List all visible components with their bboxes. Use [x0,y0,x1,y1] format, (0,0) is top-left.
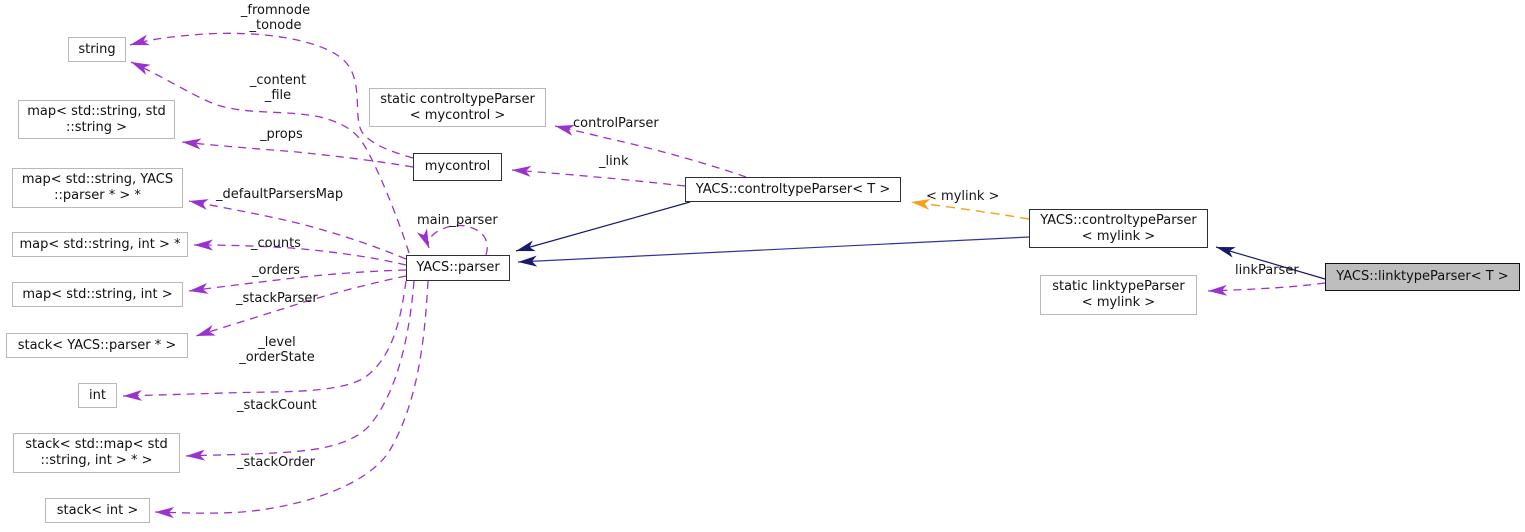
edge-orders [188,269,407,294]
node-string-label: string [78,41,116,57]
node-map-string-string[interactable]: map< std::string, std ::string > [18,100,175,139]
node-yacs-controltypeparser-t[interactable]: YACS::controltypeParser< T > [685,177,901,202]
edge-control-parser [554,124,747,178]
edge-label-orders: _orders [252,263,300,278]
edge-inherit-controltypeparser-mylink-to-parser [517,236,1030,267]
node-static-linktypeparser-mylink[interactable]: static linktypeParser < mylink > [1040,275,1197,315]
node-stack-map-string-int-ptr[interactable]: stack< std::map< std ::string, int > * > [13,433,180,473]
edge-label-level-orderstate: _level _orderState [239,335,315,366]
edge-stack-count [185,280,415,461]
node-map-string-int-ptr[interactable]: map< std::string, int > * [12,232,188,257]
edge-main-parser-loop [416,224,488,256]
edge-label-default-parsers-map: _defaultParsersMap [216,187,344,202]
edge-label-stack-parser: _stackParser [236,291,318,306]
edge-inherit-linktypeparser-to-controltypeparser-mylink [1215,246,1326,280]
edge-label-stack-count: _stackCount [237,398,317,413]
edge-label-stack-order: _stackOrder [237,455,315,470]
edge-stack-parser [195,275,407,337]
edge-level-orderstate [122,280,407,401]
edge-counts [193,239,407,266]
node-yacs-controltypeparser-mylink[interactable]: YACS::controltypeParser < mylink > [1029,209,1208,248]
node-yacs-parser[interactable]: YACS::parser [406,255,510,281]
node-stack-int[interactable]: stack< int > [45,498,150,523]
edge-props [181,138,414,168]
edge-fromnode-tonode [129,32,414,159]
node-yacs-linktypeparser-t-main: YACS::linktypeParser< T > [1325,263,1520,291]
edge-label-fromnode-tonode: _fromnode _tonode [240,3,311,34]
node-mycontrol[interactable]: mycontrol [413,153,502,181]
node-static-controltypeparser-mycontrol[interactable]: static controltypeParser < mycontrol > [369,88,546,127]
edge-label-props: _props [260,127,303,142]
edge-label-content-file: _content _file [249,73,307,104]
edge-label-template-mylink: < mylink > [926,189,1000,204]
edge-label-control-parser: controlParser [573,116,659,131]
edge-link-parser [1207,282,1326,296]
edge-template-mylink [910,198,1030,220]
edge-label-main-parser: main_parser [417,213,498,228]
edge-label-counts: _counts [251,236,301,251]
edge-link [511,165,686,187]
edge-inherit-controltypeparserT-to-parser [515,201,691,252]
node-string[interactable]: string [68,37,126,62]
node-map-string-int[interactable]: map< std::string, int > [12,282,183,307]
edge-default-parsers-map [188,199,407,260]
node-stack-yacs-parser-ptr[interactable]: stack< YACS::parser * > [6,333,188,358]
edge-label-link-parser: linkParser [1235,263,1299,278]
edge-label-link: _link [599,154,629,169]
node-int[interactable]: int [78,383,117,408]
node-map-string-yacs-parser-ptr[interactable]: map< std::string, YACS ::parser * > * [12,168,183,208]
edge-stack-order [154,280,429,519]
